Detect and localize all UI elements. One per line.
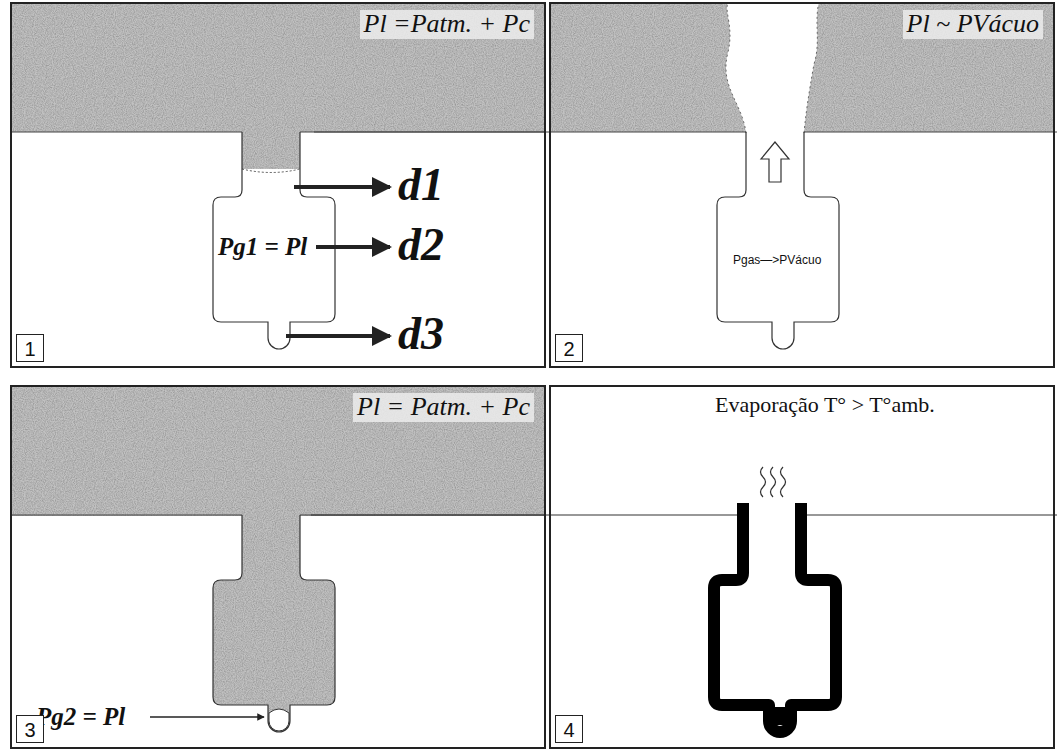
panel-3-art [10, 385, 546, 732]
panel: Evaporação T° > T°amb. 4 [549, 385, 1055, 749]
panel-number: 4 [555, 715, 583, 743]
evaporation-note: Evaporação T° > T°amb. [711, 393, 939, 417]
panel-number: 3 [16, 715, 44, 743]
dimension-label: d1 [398, 160, 444, 211]
panel: Pl =Patm. + Pc d1 d2 d3 Pg1 = Pl 1 [10, 2, 546, 368]
pressure-equation: Pl ~ PVácuo [903, 10, 1043, 39]
panel-1-art [10, 2, 546, 349]
panel-4-art [311, 467, 1057, 732]
panel: Pl = Patm. + Pc Pg2 = Pl3 [10, 385, 546, 749]
dimension-label: d3 [398, 309, 444, 360]
panel-number: 2 [555, 334, 583, 362]
gas-pressure-label: Pg1 = Pl [218, 233, 307, 261]
gas-pressure-label: Pgas—>PVácuo [733, 254, 821, 267]
panel-2-art [314, 2, 1057, 349]
panel: Pl ~ PVácuoPgas—>PVácuo 2 [549, 2, 1055, 368]
panel-number: 1 [16, 334, 44, 362]
gas-pressure-label: Pg2 = Pl [36, 703, 125, 731]
pressure-equation: Pl = Patm. + Pc [353, 393, 534, 422]
dimension-label: d2 [398, 220, 444, 271]
pressure-equation: Pl =Patm. + Pc [360, 10, 535, 39]
